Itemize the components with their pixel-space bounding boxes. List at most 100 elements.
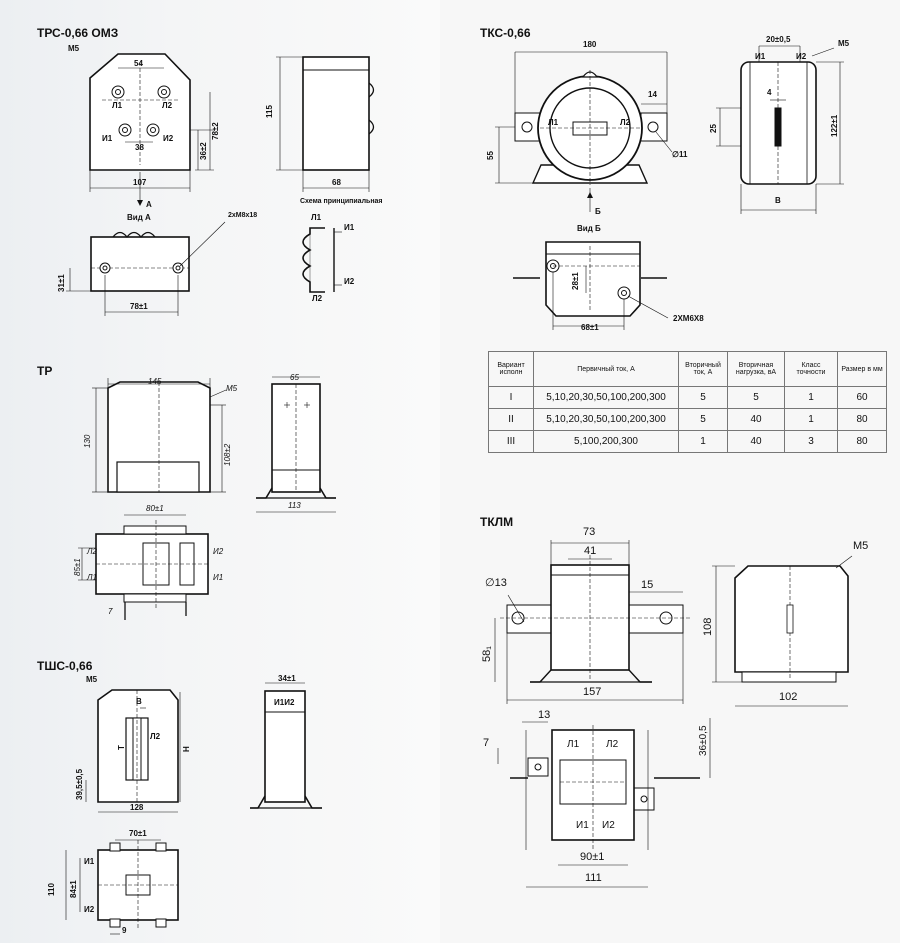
tklm-m5: М5 — [853, 540, 869, 552]
tklm-dim-73: 73 — [583, 526, 596, 538]
tklm-bottom-view — [497, 718, 711, 888]
tr-i2: И2 — [213, 547, 224, 556]
trs-schematic — [302, 227, 342, 293]
tks-dim-55: 55 — [486, 151, 495, 160]
spec-header-cell: Вторичный ток, А — [678, 351, 728, 387]
spec-table-header: Вариант исполн Первичный ток, А Вторичны… — [488, 351, 887, 387]
tr-dim-85: 85±1 — [73, 558, 82, 576]
tks-dim-25: 25 — [709, 124, 718, 133]
trs-dim-107: 107 — [133, 178, 147, 187]
trs-schema-l1: Л1 — [311, 213, 322, 222]
trs-l1: Л1 — [112, 101, 123, 110]
trs-schema-i1: И1 — [344, 223, 355, 232]
tks-i1: И1 — [755, 52, 766, 61]
tks-dim-28: 28±1 — [571, 272, 580, 290]
tr-bottom-view — [78, 514, 209, 620]
tshs-front-view — [85, 689, 181, 813]
trs-view-a-label: Вид А — [127, 213, 151, 222]
tklm-l2: Л2 — [606, 739, 619, 750]
trs-dim-115: 115 — [265, 105, 274, 118]
trs-m5: М5 — [68, 44, 80, 53]
tshs-dim-84: 84±1 — [69, 880, 78, 898]
title-trs: ТРС-0,66 ОМЗ — [37, 26, 119, 40]
tshs-side-view — [250, 682, 322, 809]
tks-i2: И2 — [796, 52, 807, 61]
tks-arrow-b: Б — [595, 207, 601, 216]
tshs-m5: М5 — [86, 675, 98, 684]
tklm-dim-108: 108 — [702, 617, 714, 636]
spec-header-cell: Первичный ток, А — [533, 351, 679, 387]
tks-dim-180: 180 — [583, 40, 597, 49]
spec-cell: 5 — [678, 386, 728, 409]
tr-dim-80: 80±1 — [146, 504, 164, 513]
spec-table-row: II 5,10,20,30,50,100,200,300 5 40 1 80 — [488, 408, 887, 431]
tklm-l1: Л1 — [567, 739, 580, 750]
tshs-dim-128: 128 — [130, 803, 144, 812]
trs-dim-38: 38 — [135, 143, 144, 152]
trs-dim-54: 54 — [134, 59, 143, 68]
spec-cell: 5,100,200,300 — [533, 430, 679, 453]
tklm-i1: И1 — [576, 820, 589, 831]
trs-dim-68: 68 — [332, 178, 341, 187]
title-tklm: ТКЛМ — [480, 515, 514, 529]
tr-side-view — [256, 376, 336, 513]
tshs-dim-110: 110 — [47, 883, 56, 896]
tr-i1: И1 — [213, 573, 224, 582]
tshs-l2: Л2 — [150, 732, 161, 741]
tks-dim-14: 14 — [648, 90, 657, 99]
spec-cell: 80 — [837, 430, 887, 453]
tr-dim-7: 7 — [108, 607, 113, 616]
tklm-dim-36: 36±0,5 — [698, 725, 709, 756]
tr-front-view — [92, 378, 227, 493]
tks-dim-b: В — [775, 196, 781, 205]
tshs-bottom-view — [65, 839, 179, 935]
tklm-dim-13-dia: ∅13 — [485, 577, 507, 589]
tshs-dim-h: Н — [182, 746, 191, 752]
spec-cell: 5,10,20,30,50,100,200,300 — [533, 386, 679, 409]
trs-schema-i2: И2 — [344, 277, 355, 286]
trs-dim-78: 78±2 — [211, 122, 220, 140]
spec-cell: 1 — [678, 430, 728, 453]
title-tr: ТР — [37, 364, 53, 378]
tshs-dim-b: В — [136, 697, 142, 706]
title-tks: ТКС-0,66 — [480, 26, 531, 40]
trs-dim-78b: 78±1 — [130, 302, 148, 311]
tks-front-view — [495, 51, 673, 212]
spec-header-cell: Вторичная нагрузка, вА — [727, 351, 785, 387]
trs-bolts: 2хМ8х18 — [228, 212, 258, 219]
trs-dim-31: 31±1 — [57, 274, 66, 292]
tshs-dim-39: 39,5±0,5 — [75, 768, 84, 800]
tshs-dim-9: 9 — [122, 926, 127, 935]
tklm-front-view — [494, 540, 690, 704]
spec-table-row: I 5,10,20,30,50,100,200,300 5 5 1 60 — [488, 386, 887, 409]
spec-header-cell: Класс точности — [784, 351, 838, 387]
tshs-dim-34: 34±1 — [278, 674, 296, 683]
tr-l2: Л2 — [87, 547, 97, 556]
tr-l1: Л1 — [87, 573, 97, 582]
trs-dim-36: 36±2 — [199, 142, 208, 160]
trs-i1: И1 — [102, 134, 113, 143]
tr-dim-113: 113 — [288, 501, 301, 510]
spec-cell: 5,10,20,30,50,100,200,300 — [533, 408, 679, 431]
spec-cell: 60 — [837, 386, 887, 409]
tklm-dim-102: 102 — [779, 691, 798, 703]
trs-view-a — [66, 221, 226, 316]
tks-view-b-label: Вид Б — [577, 224, 601, 233]
spec-header-cell: Размер в мм — [837, 351, 887, 387]
tr-m5: М5 — [226, 384, 238, 393]
spec-cell: 40 — [727, 430, 785, 453]
tklm-i2: И2 — [602, 820, 615, 831]
tks-dim-4: 4 — [767, 88, 772, 97]
tr-dim-108: 108±2 — [223, 443, 232, 466]
tklm-dim-7: 7 — [483, 737, 490, 749]
tklm-dim-157: 157 — [583, 686, 602, 698]
tshs-dim-t: Т — [117, 745, 126, 750]
spec-cell: 1 — [784, 386, 838, 409]
spec-cell: II — [488, 408, 534, 431]
spec-cell: 40 — [727, 408, 785, 431]
tks-dim-11: ∅11 — [672, 150, 688, 159]
tks-dim-68: 68±1 — [581, 323, 599, 332]
tshs-i1: И1 — [84, 857, 95, 866]
tshs-i2: И2 — [84, 905, 95, 914]
